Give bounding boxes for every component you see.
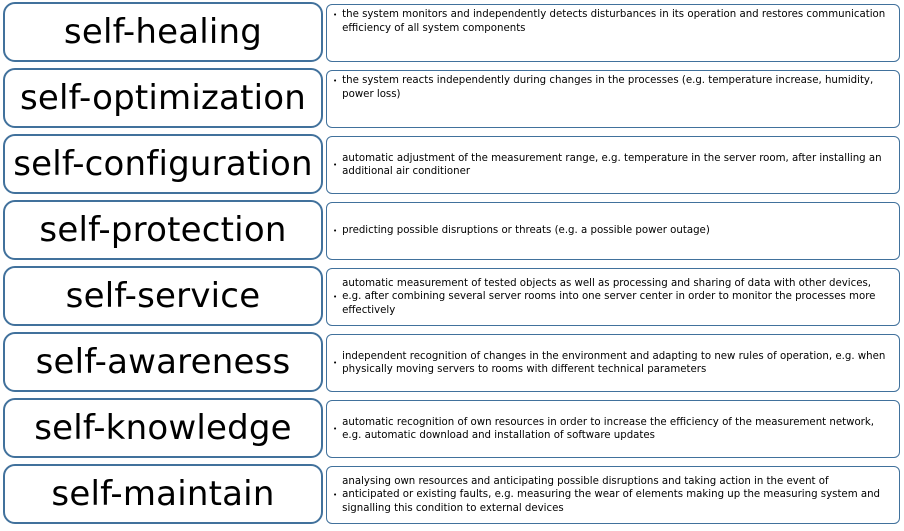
row-self-healing: self-healing • the system monitors and i… bbox=[0, 2, 904, 68]
description-text: automatic adjustment of the measurement … bbox=[342, 152, 882, 178]
description-text: automatic recognition of own resources i… bbox=[342, 416, 875, 442]
description-text: independent recognition of changes in th… bbox=[342, 350, 886, 376]
term-box: self-optimization bbox=[3, 68, 323, 128]
term-box: self-knowledge bbox=[3, 398, 323, 458]
row-self-protection: self-protection • predicting possible di… bbox=[0, 200, 904, 266]
description-box: • predicting possible disruptions or thr… bbox=[326, 202, 900, 260]
term-label: self-configuration bbox=[13, 144, 313, 184]
row-self-maintain: self-maintain • analysing own resources … bbox=[0, 464, 904, 530]
description-text: automatic measurement of tested objects … bbox=[342, 277, 876, 316]
term-label: self-protection bbox=[39, 210, 287, 250]
term-label: self-maintain bbox=[51, 474, 275, 514]
description-text: the system reacts independently during c… bbox=[342, 75, 874, 100]
bullet-icon: • bbox=[333, 359, 338, 367]
term-label: self-healing bbox=[63, 12, 263, 52]
term-box: self-protection bbox=[3, 200, 323, 260]
description-box: • independent recognition of changes in … bbox=[326, 334, 900, 392]
term-label: self-awareness bbox=[35, 342, 291, 382]
row-self-configuration: self-configuration • automatic adjustmen… bbox=[0, 134, 904, 200]
description-box: • automatic recognition of own resources… bbox=[326, 400, 900, 458]
row-self-optimization: self-optimization • the system reacts in… bbox=[0, 68, 904, 134]
description-text: predicting possible disruptions or threa… bbox=[342, 225, 710, 237]
bullet-icon: • bbox=[333, 293, 338, 301]
term-label: self-service bbox=[65, 276, 261, 316]
term-box: self-configuration bbox=[3, 134, 323, 194]
bullet-icon: • bbox=[333, 77, 338, 85]
bullet-icon: • bbox=[333, 425, 338, 433]
row-self-service: self-service • automatic measurement of … bbox=[0, 266, 904, 332]
term-label: self-optimization bbox=[19, 78, 307, 118]
bullet-icon: • bbox=[333, 491, 338, 499]
description-box: • automatic measurement of tested object… bbox=[326, 268, 900, 326]
term-box: self-maintain bbox=[3, 464, 323, 524]
term-box: self-healing bbox=[3, 2, 323, 62]
row-self-awareness: self-awareness • independent recognition… bbox=[0, 332, 904, 398]
description-text: the system monitors and independently de… bbox=[342, 9, 886, 34]
description-box: • automatic adjustment of the measuremen… bbox=[326, 136, 900, 194]
row-self-knowledge: self-knowledge • automatic recognition o… bbox=[0, 398, 904, 464]
description-box: • the system monitors and independently … bbox=[326, 4, 900, 62]
term-label: self-knowledge bbox=[34, 408, 292, 448]
description-box: • the system reacts independently during… bbox=[326, 70, 900, 128]
term-box: self-service bbox=[3, 266, 323, 326]
bullet-icon: • bbox=[333, 161, 338, 169]
description-box: • analysing own resources and anticipati… bbox=[326, 466, 900, 524]
description-text: analysing own resources and anticipating… bbox=[342, 475, 881, 514]
term-box: self-awareness bbox=[3, 332, 323, 392]
bullet-icon: • bbox=[333, 11, 338, 19]
bullet-icon: • bbox=[333, 227, 338, 235]
